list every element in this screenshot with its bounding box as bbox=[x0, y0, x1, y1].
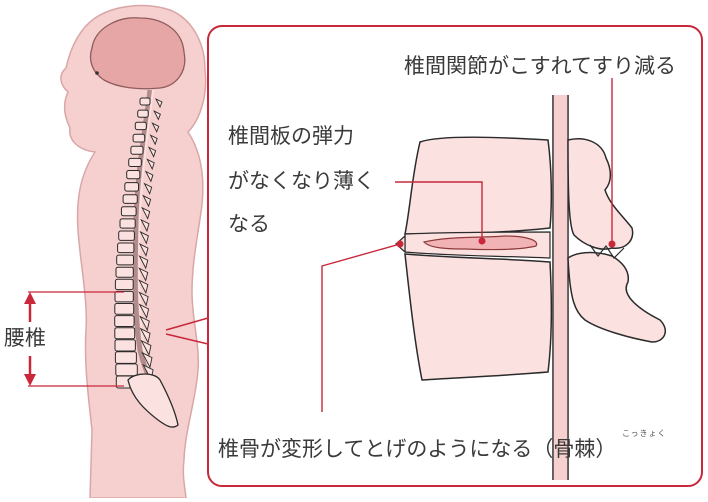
lumbar-arrowhead-down bbox=[24, 374, 36, 386]
vertebra bbox=[115, 304, 134, 315]
vertebra bbox=[117, 255, 134, 265]
brain bbox=[91, 18, 185, 89]
vertebra bbox=[118, 243, 134, 253]
lumbar-arrowhead-up bbox=[24, 292, 36, 304]
vertebra bbox=[115, 279, 133, 289]
vertebra bbox=[115, 340, 135, 351]
lower-vertebral-body bbox=[405, 254, 551, 380]
vertebra bbox=[119, 231, 135, 240]
vertebra bbox=[131, 146, 143, 154]
vertebra bbox=[115, 328, 135, 339]
vertebra bbox=[115, 316, 134, 327]
label-disc-line3: なる bbox=[228, 214, 270, 235]
upper-vertebral-body bbox=[405, 137, 551, 234]
callout-box bbox=[208, 26, 702, 486]
label-facet-joint: 椎間関節がこすれてすり減る bbox=[404, 56, 676, 77]
vertebra bbox=[115, 352, 136, 364]
vertebra bbox=[120, 219, 135, 228]
vertebra bbox=[116, 267, 133, 277]
vertebra bbox=[140, 98, 150, 105]
label-disc-line1: 椎間板の弾力 bbox=[228, 126, 354, 147]
vertebra bbox=[138, 110, 149, 117]
vertebra bbox=[129, 158, 142, 166]
vertebra bbox=[115, 291, 133, 302]
vertebra bbox=[121, 207, 136, 216]
vertebra bbox=[133, 134, 145, 142]
vertebra bbox=[116, 364, 138, 376]
label-lumbar: 腰椎 bbox=[4, 328, 46, 349]
vertebra bbox=[123, 195, 137, 204]
vertebra bbox=[125, 183, 139, 192]
label-osteophyte: 椎骨が変形してとげのようになる（骨棘） bbox=[218, 439, 616, 460]
vertebra bbox=[127, 171, 140, 179]
vertebra bbox=[135, 122, 146, 129]
ruby-osteophyte: こっきょく bbox=[622, 428, 666, 439]
label-disc-line2: がなくなり薄く bbox=[228, 171, 375, 192]
eye bbox=[95, 71, 99, 75]
